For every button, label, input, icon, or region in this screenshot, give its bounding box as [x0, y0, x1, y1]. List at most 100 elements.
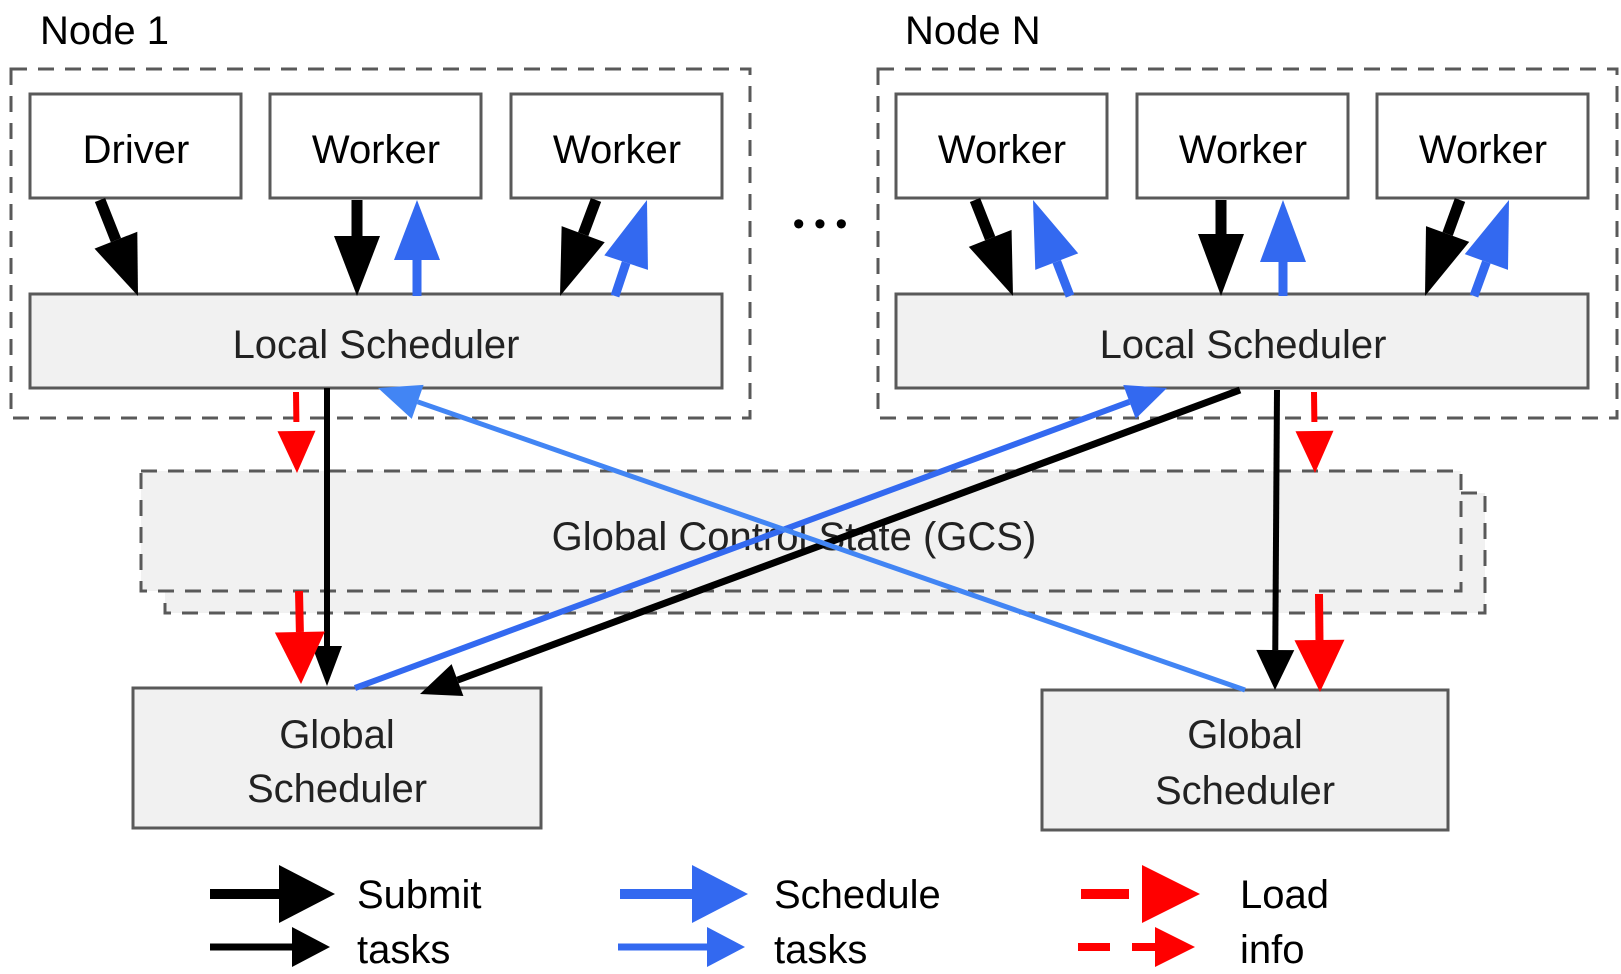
schedule-arrow-worker-head: [1260, 200, 1306, 262]
gcs-front-box: [139, 469, 1463, 593]
submit-arrow-worker-head: [1198, 234, 1244, 296]
legend-schedule-line1: Schedule: [774, 873, 941, 917]
legend-load-line2: info: [1240, 928, 1305, 972]
submit-arrow-worker-head: [1425, 226, 1470, 296]
worker-label: Worker: [312, 128, 440, 172]
worker-box: [894, 92, 1109, 200]
local-scheduler-box: [28, 292, 724, 390]
load-arrow-lsn-gcs: [1295, 391, 1334, 473]
worker-box: [268, 92, 483, 200]
schedule-arrow-worker-head: [1033, 200, 1079, 270]
submit-arrow-worker: [334, 200, 380, 296]
legend-schedule-small-arrow-head: [707, 927, 745, 967]
node-1-title: Node 1: [40, 9, 169, 53]
driver-box: [28, 92, 243, 200]
node-n-local-scheduler: Local Scheduler: [894, 292, 1590, 390]
submit-arrow-lsn-gs1-head: [420, 664, 464, 697]
schedule-arrow-worker-head: [1464, 200, 1509, 270]
submit-arrow-worker: [560, 198, 605, 296]
worker-label: Worker: [1419, 128, 1547, 172]
worker-label: Worker: [938, 128, 1066, 172]
load-arrow-gcs-gs2: [1294, 593, 1345, 692]
load-arrow-gcs-gs2-head: [1294, 639, 1345, 692]
schedule-arrow-worker-shaft: [610, 261, 631, 298]
node-n-worker-2: Worker: [1135, 92, 1350, 200]
submit-arrow-worker-head: [560, 226, 605, 296]
global-scheduler-label-line2: Scheduler: [247, 767, 427, 811]
schedule-arrow-worker-shaft: [1052, 259, 1075, 298]
load-arrow-gcs-gs1-shaft: [295, 590, 304, 633]
schedule-arrow-worker-head: [394, 200, 440, 260]
submit-arrow-worker: [1425, 198, 1470, 296]
schedule-arrow-worker: [1464, 200, 1509, 298]
submit-arrow-lsn-gs1-shaft: [456, 386, 1242, 684]
legend-load-big-arrow: [1081, 865, 1200, 923]
node-1: Driver Worker Worker Local Scheduler: [9, 67, 752, 420]
submit-arrow-worker: [968, 197, 1013, 296]
submit-arrow-worker: [1198, 200, 1244, 296]
load-arrow-lsn-gcs-head: [1295, 430, 1334, 473]
schedule-arrow-gs2-ls1: [378, 384, 1246, 693]
schedule-arrow-gs1-lsn-shaft: [353, 399, 1131, 691]
legend-load-big-arrow-head: [1142, 865, 1200, 923]
node-n-worker-1: Worker: [894, 92, 1109, 200]
global-scheduler-label-line2: Scheduler: [1155, 769, 1335, 813]
global-scheduler-2: Global Scheduler: [1040, 688, 1450, 832]
node-n: Worker Worker Worker Local Scheduler: [876, 67, 1619, 420]
submit-arrow-lsn-gs2-head: [1256, 649, 1295, 690]
schedule-arrow-worker: [394, 200, 440, 296]
node-n-title: Node N: [905, 9, 1041, 53]
schedule-arrow-worker-shaft: [1469, 260, 1491, 298]
schedule-arrow-gs1-lsn-head: [1123, 384, 1167, 419]
ellipsis: • • •: [793, 205, 848, 243]
submit-arrow-worker-shaft: [1442, 198, 1466, 236]
legend-submit-line2: tasks: [357, 928, 450, 972]
schedule-arrow-gs2-ls1-shaft: [416, 399, 1246, 693]
arrows-layer: [94, 197, 1509, 697]
submit-arrow-worker-head: [334, 236, 380, 296]
worker-box: [1375, 92, 1590, 200]
schedule-arrow-worker: [1260, 200, 1306, 296]
load-arrow-ls1-gcs: [277, 391, 316, 473]
load-arrow-gcs-gs1: [274, 590, 325, 684]
submit-arrow-worker-shaft: [578, 198, 602, 237]
global-scheduler-label-line1: Global: [1187, 713, 1303, 757]
node-n-worker-3: Worker: [1375, 92, 1590, 200]
submit-arrow-ls1-gs1: [312, 388, 342, 686]
submit-arrow-worker-shaft: [969, 197, 996, 241]
legend-marks: [210, 865, 1200, 967]
node-1-worker-1: Worker: [268, 92, 483, 200]
submit-arrow-worker-head: [968, 229, 1013, 296]
worker-label: Worker: [553, 128, 681, 172]
local-scheduler-label: Local Scheduler: [1100, 323, 1387, 367]
legend-submit-line1: Submit: [357, 873, 482, 917]
load-arrow-gcs-gs1-head: [274, 631, 325, 684]
submit-arrow-lsn-gs2: [1256, 389, 1295, 690]
node-1-worker-2: Worker: [509, 92, 724, 200]
legend-schedule-line2: tasks: [774, 928, 867, 972]
legend-submit-big-arrow: [210, 865, 335, 923]
node-1-driver: Driver: [28, 92, 243, 200]
global-scheduler-label-line1: Global: [279, 713, 395, 757]
node-1-container: [9, 67, 752, 420]
legend-schedule-big-arrow: [620, 865, 748, 923]
submit-arrow-driver: [94, 197, 138, 296]
legend-submit-big-arrow-head: [279, 865, 335, 923]
legend-load-small-arrow: [1078, 927, 1195, 967]
submit-arrow-ls1-gs1-head: [312, 646, 342, 686]
legend-submit-small-arrow-head: [292, 927, 330, 967]
schedule-arrow-worker: [1033, 200, 1079, 298]
schedule-arrow-worker-head: [604, 200, 648, 270]
submit-arrow-lsn-gs2-shaft: [1272, 389, 1280, 651]
global-scheduler-box: [1040, 688, 1450, 832]
legend-schedule-big-arrow-head: [692, 865, 748, 923]
local-scheduler-box: [894, 292, 1590, 390]
worker-label: Worker: [1179, 128, 1307, 172]
legend: Submit tasks Schedule tasks Load info: [210, 865, 1329, 972]
driver-label: Driver: [83, 128, 190, 172]
submit-arrow-driver-head: [94, 231, 138, 296]
worker-box: [1135, 92, 1350, 200]
node-1-local-scheduler: Local Scheduler: [28, 292, 724, 390]
global-scheduler-1: Global Scheduler: [131, 686, 543, 830]
